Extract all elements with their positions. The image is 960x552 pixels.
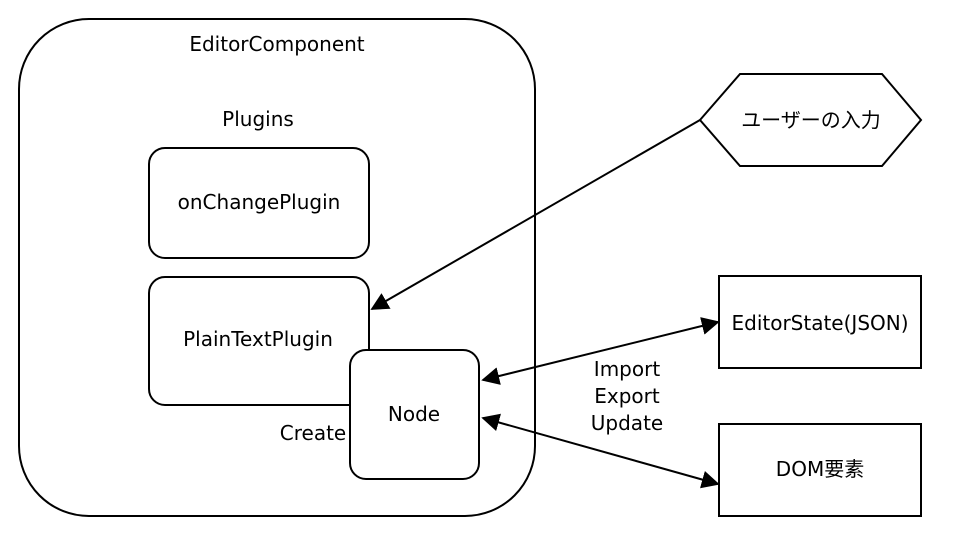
create-edge-label: Create <box>280 421 346 445</box>
on-change-plugin-label: onChangePlugin <box>178 190 341 214</box>
on-change-plugin-box <box>148 147 370 259</box>
node-box <box>349 349 480 480</box>
editor-state-box <box>718 275 922 369</box>
editor-state-label: EditorState(JSON) <box>731 311 908 335</box>
editor-component-label: EditorComponent <box>189 32 364 56</box>
update-label: Update <box>591 411 663 435</box>
node-label: Node <box>388 402 440 426</box>
user-input-to-plugin-arrow <box>370 119 701 310</box>
plugins-label: Plugins <box>222 107 294 131</box>
node-dom-arrow <box>481 413 720 489</box>
dom-element-label: DOM要素 <box>776 457 864 481</box>
user-input-label: ユーザーの入力 <box>741 108 881 132</box>
import-label: Import <box>594 357 661 381</box>
plain-text-plugin-box <box>148 276 370 406</box>
user-input-hexagon <box>698 73 923 167</box>
export-label: Export <box>594 384 660 408</box>
plain-text-plugin-label: PlainTextPlugin <box>183 327 333 351</box>
dom-element-box <box>718 423 922 517</box>
node-editor-state-arrow <box>481 317 720 385</box>
